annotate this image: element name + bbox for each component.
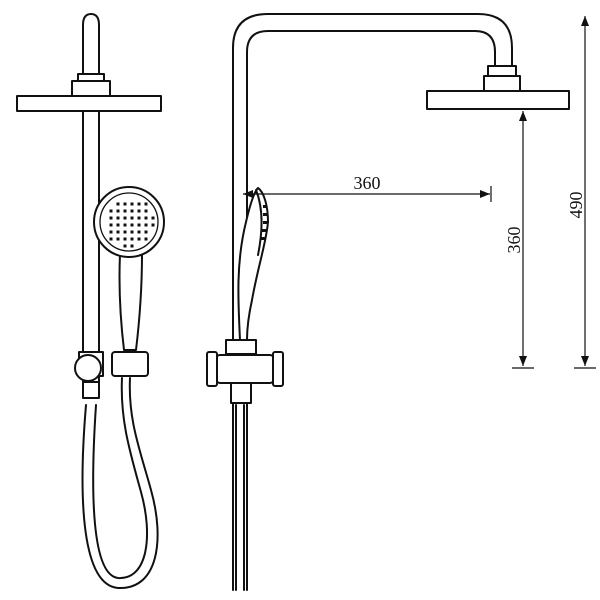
nozzle-dot xyxy=(123,209,127,213)
nozzle-dot xyxy=(130,230,134,234)
nozzle-dot xyxy=(151,216,155,220)
front-handset-face-ring xyxy=(99,192,159,252)
nozzle-dot xyxy=(123,223,127,227)
side-riser-outer xyxy=(232,13,513,591)
front-handset-handle xyxy=(118,253,143,351)
nozzle-dot xyxy=(116,237,120,241)
front-handset-holder xyxy=(111,351,149,377)
nozzle-dot xyxy=(137,237,141,241)
nozzle-dot xyxy=(123,230,127,234)
nozzle-dot xyxy=(116,216,120,220)
side-head-collar xyxy=(483,75,521,92)
nozzle-dot xyxy=(109,216,113,220)
side-shower-head xyxy=(426,90,570,110)
nozzle-dot xyxy=(144,216,148,220)
dimension-arm-reach-label: 360 xyxy=(354,173,381,193)
side-head-connector xyxy=(487,65,517,77)
nozzle-dot xyxy=(123,244,127,248)
side-mixer-right-cap xyxy=(272,351,284,387)
nozzle-dot xyxy=(137,216,141,220)
dimension-total-height: 490 xyxy=(566,16,596,369)
dimension-arm-reach: 360 xyxy=(243,173,492,202)
nozzle-dot xyxy=(130,237,134,241)
nozzle-dot xyxy=(116,223,120,227)
nozzle-dot xyxy=(144,237,148,241)
side-riser-inner xyxy=(246,30,496,591)
nozzle-dot xyxy=(137,209,141,213)
nozzle-dot xyxy=(137,230,141,234)
side-hose xyxy=(235,404,245,591)
nozzle-dot xyxy=(130,209,134,213)
nozzle-dot xyxy=(144,209,148,213)
nozzle-dot xyxy=(116,202,120,206)
side-mixer-body xyxy=(225,339,257,355)
side-handset-nozzle-c xyxy=(263,221,267,224)
dimension-total-height-label: 490 xyxy=(566,192,586,219)
dimension-handset-height-label: 360 xyxy=(504,227,524,254)
side-mixer-left-cap xyxy=(206,351,218,387)
nozzle-dot xyxy=(116,209,120,213)
nozzle-dot xyxy=(151,223,155,227)
nozzle-dot xyxy=(123,216,127,220)
front-shower-head xyxy=(16,95,162,112)
front-mixer-knob xyxy=(74,354,102,382)
nozzle-dot xyxy=(144,202,148,206)
nozzle-dot xyxy=(130,223,134,227)
side-handset-nozzle-d xyxy=(262,229,266,232)
nozzle-dot xyxy=(109,209,113,213)
nozzle-dot xyxy=(144,223,148,227)
nozzle-dot xyxy=(137,223,141,227)
side-handset-nozzle-a xyxy=(263,205,267,208)
nozzle-dot xyxy=(130,244,134,248)
nozzle-dot xyxy=(109,230,113,234)
front-mixer-outlet xyxy=(82,381,100,399)
nozzle-dot xyxy=(137,202,141,206)
front-head-collar xyxy=(71,80,111,97)
side-handset-nozzle-e xyxy=(261,237,265,240)
front-view xyxy=(16,13,165,590)
side-mixer-block xyxy=(215,354,275,384)
nozzle-dot xyxy=(109,237,113,241)
nozzle-dot xyxy=(130,202,134,206)
nozzle-dot xyxy=(130,216,134,220)
side-mixer-outlet xyxy=(230,382,252,404)
front-hose-inner xyxy=(92,377,148,580)
front-riser-rail xyxy=(82,110,100,396)
front-riser-cap xyxy=(82,13,100,79)
nozzle-dot xyxy=(109,223,113,227)
nozzle-dot xyxy=(123,202,127,206)
front-handset-face xyxy=(93,186,165,258)
side-view xyxy=(206,13,570,591)
side-handset-profile xyxy=(237,187,269,341)
nozzle-dot xyxy=(123,237,127,241)
handset-nozzles xyxy=(109,202,155,248)
nozzle-dot xyxy=(144,230,148,234)
dimension-handset-height: 360 xyxy=(504,111,534,369)
side-handset-nozzle-b xyxy=(263,213,267,216)
front-hose xyxy=(81,377,159,590)
front-head-connector xyxy=(77,73,105,82)
nozzle-dot xyxy=(116,230,120,234)
